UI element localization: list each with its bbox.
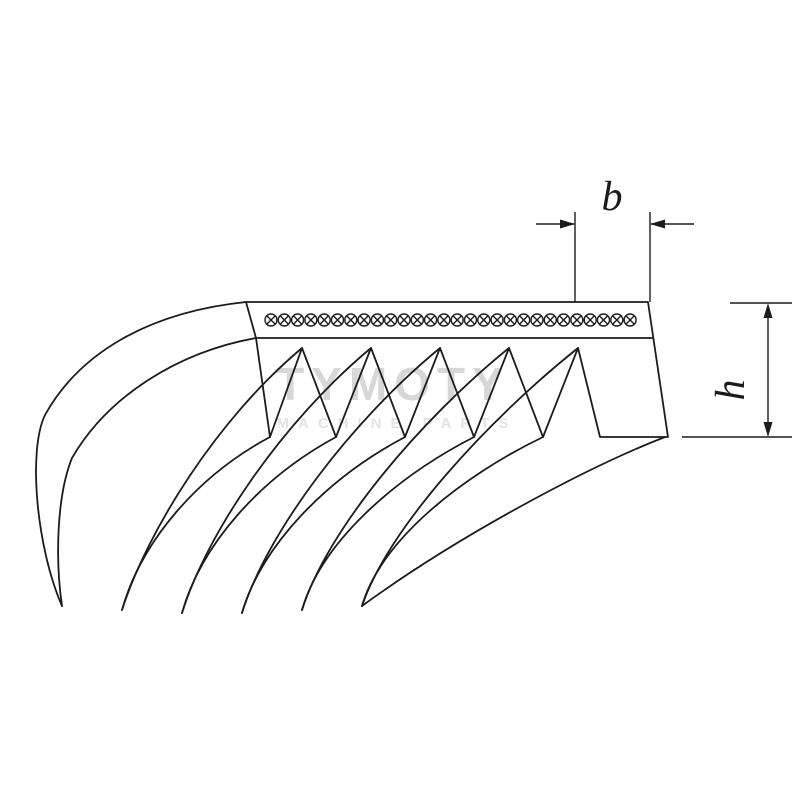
cord-symbol-icon <box>277 313 291 327</box>
cord-symbol-cross-icon <box>572 315 582 325</box>
cord-symbol-icon <box>264 313 278 327</box>
cord-symbol-cross-icon <box>425 315 436 325</box>
cord-symbol-icon <box>357 313 371 327</box>
cord-symbol-icon <box>623 313 637 327</box>
cord-symbol-icon <box>317 313 331 327</box>
watermark-subtitle: MACHINE PARTS <box>277 415 518 432</box>
sweep-rib-line <box>181 436 337 614</box>
cord-symbol-cross-icon <box>346 315 356 325</box>
cord-symbol-icon <box>583 313 597 327</box>
cord-symbol-cross-icon <box>625 315 635 325</box>
cord-symbol-icon <box>477 313 491 327</box>
cord-symbol-cross-icon <box>266 315 276 325</box>
b-arrow-right-icon <box>560 219 575 229</box>
cord-symbol-icon <box>490 313 504 327</box>
cord-symbol-cross-icon <box>545 315 555 325</box>
cord-symbol-cross-icon <box>292 315 303 325</box>
cord-symbol-cross-icon <box>519 315 529 325</box>
cord-symbol-cross-icon <box>279 315 289 325</box>
cord-symbol-cross-icon <box>585 315 595 325</box>
cord-symbol-icon <box>330 313 345 327</box>
sweep-corner-line <box>361 436 666 607</box>
cord-symbol-icon <box>384 313 398 327</box>
sweep-curves <box>35 301 666 614</box>
cord-symbol-icon <box>463 313 478 327</box>
cord-symbol-icon <box>410 313 424 327</box>
watermark-title: TYMOTY <box>276 358 510 410</box>
cord-symbol-icon <box>543 313 557 327</box>
dimension-h: h <box>682 302 792 438</box>
cord-symbol-cross-icon <box>479 315 489 325</box>
sweep-band-edge <box>57 337 257 607</box>
sweep-rib-line <box>121 436 271 611</box>
cord-symbol-cross-icon <box>505 315 516 325</box>
cord-symbol-icon <box>437 313 451 327</box>
sweep-groove-line <box>181 347 372 614</box>
cord-symbol-cross-icon <box>412 315 422 325</box>
dimension-h-label: h <box>708 380 754 401</box>
cord-symbol-icon <box>610 313 624 327</box>
cord-symbol-icon <box>370 313 385 327</box>
cord-symbol-icon <box>397 313 411 327</box>
cord-symbol-cross-icon <box>306 315 316 325</box>
belt-drawing <box>35 301 669 614</box>
cord-symbol-icon <box>570 313 584 327</box>
sweep-groove-line <box>241 347 441 614</box>
sweep-rib-line <box>361 436 544 607</box>
cord-symbol-cross-icon <box>452 315 462 325</box>
cord-symbol-icon <box>503 313 518 327</box>
crosshatch-symbols <box>264 313 637 327</box>
cord-symbol-icon <box>556 313 571 327</box>
cord-symbol-cross-icon <box>439 315 449 325</box>
cord-symbol-cross-icon <box>399 315 409 325</box>
cord-symbol-cross-icon <box>558 315 569 325</box>
cord-symbol-cross-icon <box>598 315 609 325</box>
cord-symbol-icon <box>596 313 611 327</box>
cord-symbol-icon <box>304 313 318 327</box>
dimension-b: b <box>536 174 694 302</box>
cord-symbol-cross-icon <box>359 315 369 325</box>
cord-symbol-cross-icon <box>492 315 502 325</box>
cord-symbol-cross-icon <box>386 315 396 325</box>
sweep-outer-edge <box>35 301 247 607</box>
dimension-b-label: b <box>602 174 623 220</box>
cord-symbol-icon <box>344 313 358 327</box>
sweep-rib-line <box>241 436 406 614</box>
cord-symbol-icon <box>530 313 544 327</box>
b-arrow-left-icon <box>650 219 665 229</box>
cord-symbol-icon <box>450 313 464 327</box>
h-arrow-down-icon <box>763 422 773 437</box>
cord-symbol-cross-icon <box>372 315 383 325</box>
cord-symbol-icon <box>517 313 531 327</box>
cord-symbol-icon <box>423 313 438 327</box>
cord-symbol-cross-icon <box>332 315 343 325</box>
cord-symbol-cross-icon <box>612 315 622 325</box>
sweep-groove-line <box>121 347 303 611</box>
cord-symbol-cross-icon <box>465 315 476 325</box>
sweep-groove-line <box>361 347 579 607</box>
cord-symbol-cross-icon <box>319 315 329 325</box>
cord-symbol-cross-icon <box>532 315 542 325</box>
h-arrow-up-icon <box>763 303 773 318</box>
sweep-groove-line <box>301 347 510 611</box>
belt-front-face-outline <box>245 301 669 438</box>
cord-symbol-icon <box>290 313 305 327</box>
